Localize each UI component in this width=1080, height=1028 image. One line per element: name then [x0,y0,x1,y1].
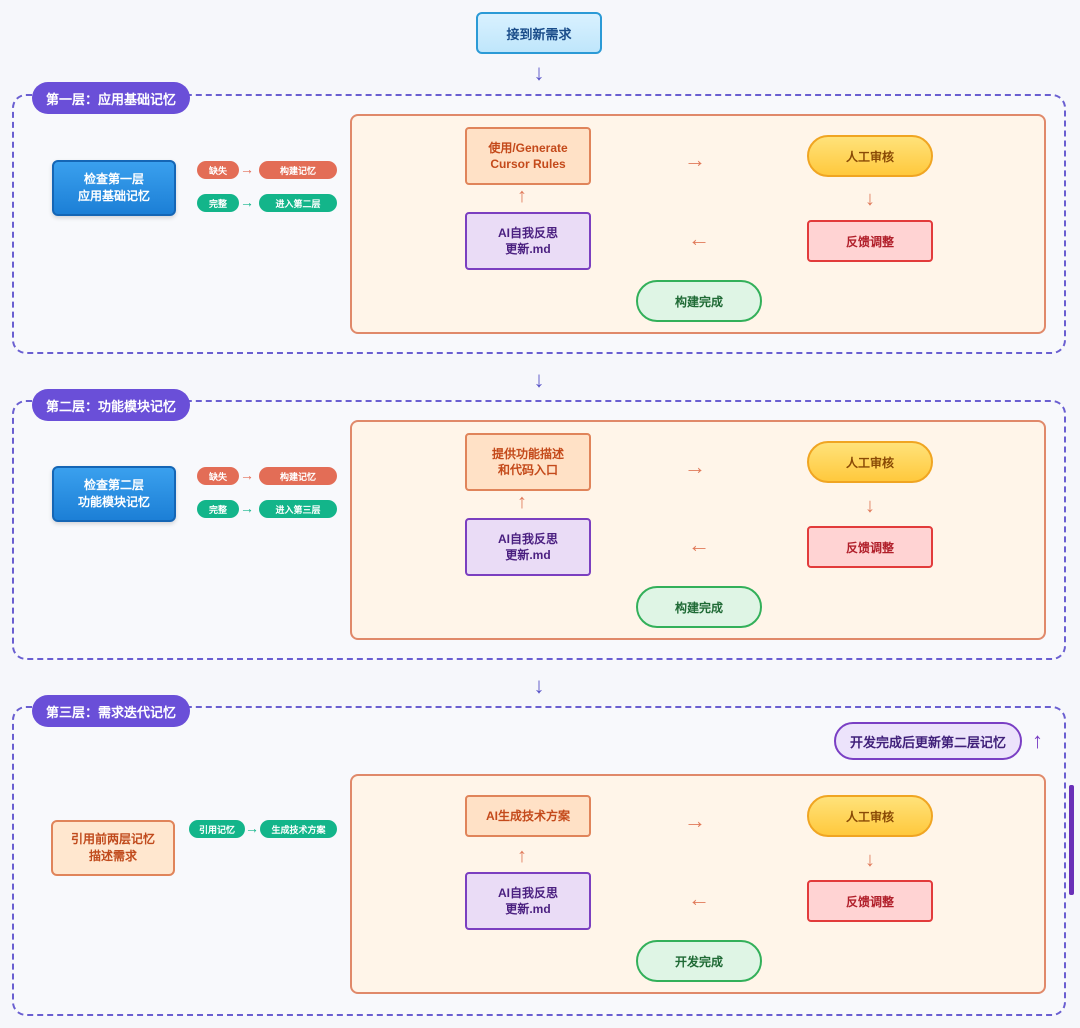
layer-1-check-node: 检查第一层 应用基础记忆 [52,160,176,216]
reflect-line-1: AI自我反思 [497,225,558,240]
arrow-left-icon: ← [688,226,710,251]
review-node: 人工审核 [807,795,933,837]
reflect-line-2: 更新.md [505,902,551,916]
flow-start-node: 提供功能描述 和代码入口 [465,433,591,491]
missing-pill: 缺失 [197,161,239,179]
check-line-2: 应用基础记忆 [77,189,150,203]
tech-plan-pill: 生成技术方案 [260,820,337,838]
arrow-up-icon: ↑ [517,845,527,867]
check-line-1: 检查第二层 [83,478,144,493]
check-line-2: 功能模块记忆 [77,495,150,509]
ref-line-2: 描述需求 [88,849,137,863]
ref-line-1: 引用前两层记忆 [70,832,155,847]
reflect-line-1: AI自我反思 [497,531,558,546]
arrow-down-icon: ↓ [865,495,875,517]
arrow-right-icon: → [240,467,254,483]
layer-2-title: 第二层：功能模块记忆 [32,389,191,421]
arrow-right-icon: → [684,147,706,172]
arrow-down-icon: ↓ [865,188,875,210]
next-layer-pill: 进入第三层 [259,500,337,518]
check-line-1: 检查第一层 [83,172,144,187]
arrow-down-icon: ↓ [865,849,875,871]
review-node: 人工审核 [807,135,933,177]
arrow-up-icon: ↑ [517,491,527,513]
flow-start-line-1: 提供功能描述 [491,446,564,461]
layer-3-title: 第三层：需求迭代记忆 [32,695,191,727]
build-memory-pill: 构建记忆 [259,467,337,485]
next-layer-pill: 进入第二层 [259,194,337,212]
layer-2-check-node: 检查第二层 功能模块记忆 [52,466,176,522]
done-node: 开发完成 [636,940,762,982]
arrow-down-icon: ↓ [533,673,545,698]
arrow-up-icon: ↑ [1032,728,1043,753]
feedback-node: 反馈调整 [807,220,933,262]
reflect-line-1: AI自我反思 [497,885,558,900]
arrow-down-icon: ↓ [533,60,545,85]
done-node: 构建完成 [636,586,762,628]
arrow-right-icon: → [684,808,706,833]
flow-start-line-2: 和代码入口 [497,463,558,477]
reflect-node: AI自我反思 更新.md [465,872,591,930]
flow-start-node: 使用/Generate Cursor Rules [465,127,591,185]
review-node: 人工审核 [807,441,933,483]
done-node: 构建完成 [636,280,762,322]
complete-pill: 完整 [197,500,239,518]
flow-start-node: AI生成技术方案 [465,795,591,837]
arrow-up-icon: ↑ [517,185,527,207]
start-node-label: 接到新需求 [506,26,572,42]
reflect-line-2: 更新.md [505,242,551,256]
arrow-right-icon: → [240,500,254,516]
feedback-node: 反馈调整 [807,880,933,922]
update-memory-node: 开发完成后更新第二层记忆 [834,722,1022,760]
arrow-right-icon: → [240,161,254,177]
arrow-right-icon: → [240,194,254,210]
ref-memory-pill: 引用记忆 [189,820,245,838]
flow-start-line-1: 使用/Generate [488,140,568,155]
arrow-right-icon: → [684,454,706,479]
reflect-line-2: 更新.md [505,548,551,562]
flow-start-line-2: Cursor Rules [490,157,566,171]
reflect-node: AI自我反思 更新.md [465,518,591,576]
arrow-left-icon: ← [688,886,710,911]
arrow-right-icon: → [245,820,259,836]
layer-3-ref-node: 引用前两层记忆 描述需求 [51,820,175,876]
feedback-node: 反馈调整 [807,526,933,568]
layer-1-title: 第一层：应用基础记忆 [32,82,191,114]
side-connector [1069,785,1074,895]
arrow-left-icon: ← [688,532,710,557]
missing-pill: 缺失 [197,467,239,485]
reflect-node: AI自我反思 更新.md [465,212,591,270]
arrow-down-icon: ↓ [533,367,545,392]
start-node: 接到新需求 [476,12,602,54]
build-memory-pill: 构建记忆 [259,161,337,179]
complete-pill: 完整 [197,194,239,212]
